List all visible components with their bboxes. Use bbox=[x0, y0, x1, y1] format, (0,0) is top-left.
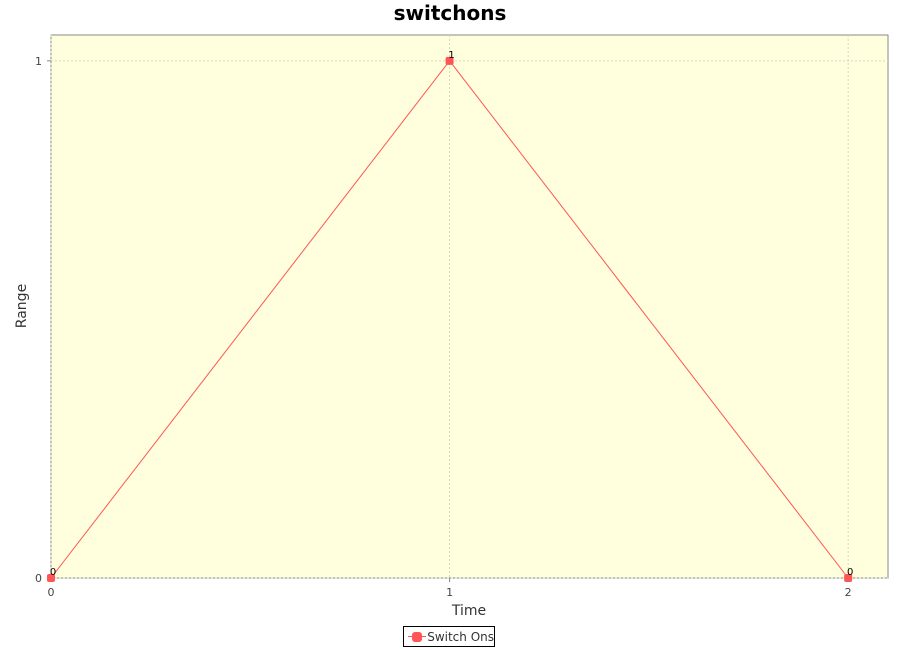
legend: Switch Ons bbox=[403, 626, 495, 647]
data-label: 0 bbox=[847, 567, 853, 578]
x-axis-label: Time bbox=[451, 603, 486, 619]
legend-marker-icon bbox=[408, 631, 426, 643]
y-tick-label: 1 bbox=[35, 55, 42, 68]
data-point bbox=[844, 574, 853, 582]
data-point bbox=[445, 56, 454, 65]
data-label: 0 bbox=[50, 567, 56, 578]
y-tick-label: 0 bbox=[35, 572, 42, 585]
data-point bbox=[47, 574, 55, 582]
y-axis-label: Range bbox=[14, 284, 30, 328]
data-label: 1 bbox=[448, 50, 454, 61]
series-switch-ons: 0 1 0 bbox=[47, 50, 853, 582]
grid-lines bbox=[50, 35, 888, 579]
x-tick-label: 1 bbox=[446, 586, 453, 599]
x-tick-label: 0 bbox=[48, 586, 55, 599]
chart-title: switchons bbox=[393, 1, 507, 25]
legend-item-label: Switch Ons bbox=[427, 629, 494, 644]
x-tick-label: 2 bbox=[845, 586, 852, 599]
plot-area bbox=[50, 34, 889, 579]
